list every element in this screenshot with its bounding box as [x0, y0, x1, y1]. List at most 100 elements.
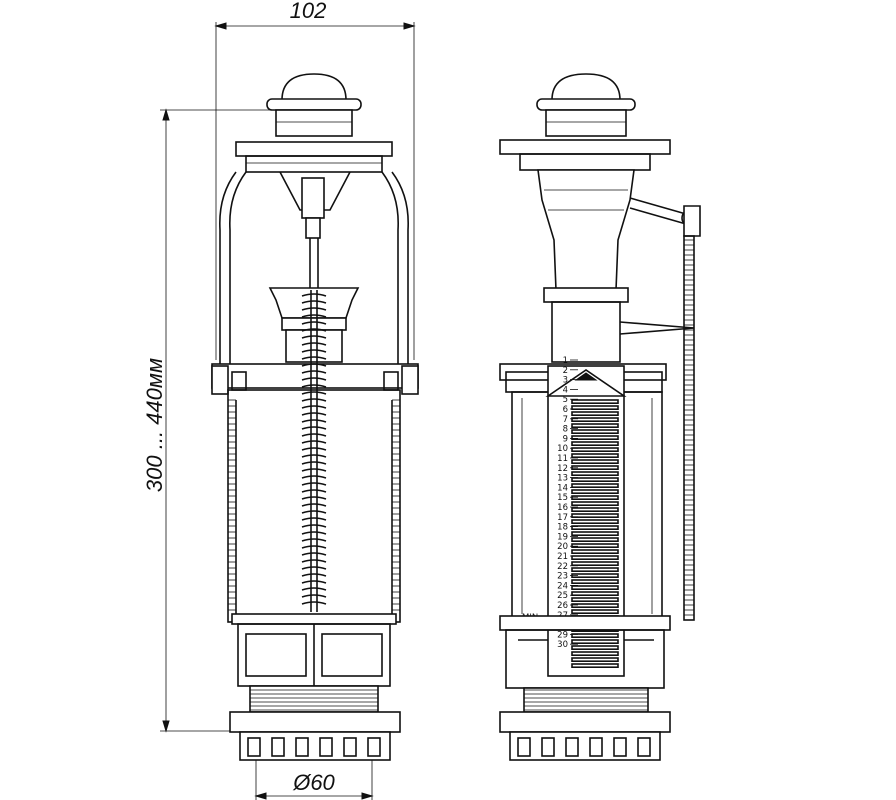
spring-coil	[301, 321, 327, 325]
spring-coil	[301, 307, 327, 311]
spring-coil	[301, 426, 327, 430]
spring-coil	[301, 601, 327, 605]
scale-number: 1	[563, 356, 568, 366]
scale-number: 15	[557, 493, 568, 503]
scale-number: 20	[557, 542, 568, 552]
spring-coil	[301, 524, 327, 528]
spring-coil	[301, 461, 327, 465]
scale-bar	[571, 657, 619, 663]
spring-coil	[301, 335, 327, 339]
scale-bar	[571, 567, 619, 573]
scale-number: 16	[557, 503, 568, 513]
scale-number: 19	[557, 532, 568, 542]
scale-bar	[571, 603, 619, 609]
spring-coil	[301, 412, 327, 416]
scale-number: 14	[557, 483, 568, 493]
scale-bar	[571, 441, 619, 447]
spring-coil	[301, 433, 327, 437]
scale-bar	[571, 561, 619, 567]
spring-coil	[301, 475, 327, 479]
scale-bar	[571, 429, 619, 435]
scale-number: 9	[563, 434, 568, 444]
scale-bar	[571, 579, 619, 585]
spring-coil	[301, 496, 327, 500]
scale-bar	[571, 633, 619, 639]
spring-coil	[301, 405, 327, 409]
scale-number: 18	[557, 523, 568, 533]
spring-coil	[301, 363, 327, 367]
scale-bar	[571, 597, 619, 603]
scale-bar	[571, 423, 619, 429]
spring-coil	[301, 559, 327, 563]
spring-coil	[301, 545, 327, 549]
spring-coil	[301, 370, 327, 374]
spring-coil	[301, 517, 327, 521]
spring-coil	[301, 587, 327, 591]
spring-coil	[301, 552, 327, 556]
scale-number: 23	[557, 572, 568, 582]
scale-bar	[571, 531, 619, 537]
spring-coil	[301, 531, 327, 535]
scale-bar	[571, 435, 619, 441]
spring-coil	[301, 447, 327, 451]
spring-coil	[301, 468, 327, 472]
scale-number: 17	[557, 513, 568, 523]
base-tooth	[613, 737, 627, 757]
scale-number: 22	[557, 562, 568, 572]
scale-bar	[571, 399, 619, 405]
base-tooth	[295, 737, 309, 757]
spring-coil	[301, 377, 327, 381]
scale-bar	[571, 591, 619, 597]
scale-number: 3	[563, 376, 568, 386]
scale-bar	[571, 477, 619, 483]
side-view: 1234567891011121314151617181920212223242…	[499, 73, 701, 761]
spring-coil	[301, 580, 327, 584]
spring-coil	[301, 419, 327, 423]
base-tooth	[247, 737, 261, 757]
scale-bar	[571, 513, 619, 519]
spring-coil	[301, 566, 327, 570]
scale-bar	[571, 519, 619, 525]
scale-number: 24	[557, 581, 568, 591]
scale-bar	[571, 645, 619, 651]
base-tooth	[565, 737, 579, 757]
scale-bar	[571, 411, 619, 417]
front-view	[211, 73, 419, 761]
scale-number: 8	[563, 425, 568, 435]
diameter-dimension-label: Ø60	[292, 770, 335, 795]
scale-bar	[571, 543, 619, 549]
scale-bar	[571, 483, 619, 489]
base-teeth	[247, 737, 381, 757]
spring-coil	[301, 300, 327, 304]
scale-bar	[571, 405, 619, 411]
scale-number: 25	[557, 591, 568, 601]
scale-number: 7	[563, 415, 568, 425]
scale-bar	[571, 447, 619, 453]
scale-bar	[571, 549, 619, 555]
spring-coil	[301, 384, 327, 388]
scale-bar	[571, 507, 619, 513]
scale-number: 2	[563, 366, 568, 376]
base-tooth	[541, 737, 555, 757]
diameter-dimension: Ø60	[254, 740, 374, 800]
scale-number: 26	[557, 601, 568, 611]
height-dimension-label: 300 ... 440мм	[142, 358, 167, 492]
height-dimension: 300 ... 440мм	[142, 108, 275, 733]
base-teeth-side	[517, 737, 651, 757]
base-tooth	[517, 737, 531, 757]
spring-coil	[301, 342, 327, 346]
scale-bar	[571, 453, 619, 459]
scale-number: 12	[557, 464, 568, 474]
spring-coil	[301, 391, 327, 395]
base-tooth	[367, 737, 381, 757]
width-dimension: 102	[214, 0, 416, 360]
spring-coil	[301, 356, 327, 360]
scale-bar	[571, 639, 619, 645]
spring-coil	[301, 398, 327, 402]
scale-bar	[571, 525, 619, 531]
body-ribs-right	[392, 399, 400, 611]
base-tooth	[343, 737, 357, 757]
scale-number: 6	[563, 405, 568, 415]
scale-number: 29	[557, 630, 568, 640]
